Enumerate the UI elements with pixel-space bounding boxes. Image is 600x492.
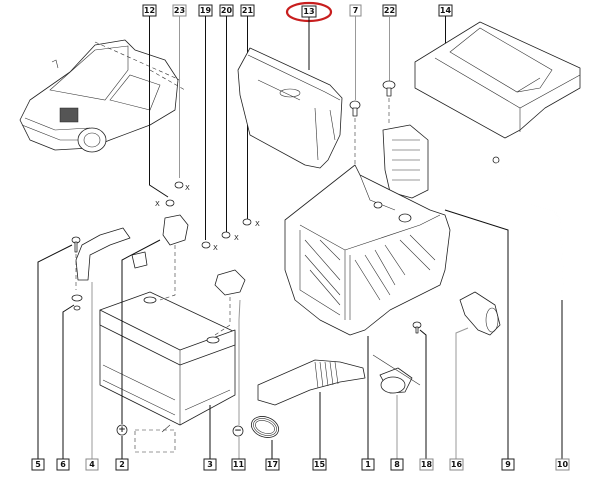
callout-20[interactable]: 20 (219, 4, 234, 232)
part-1-battery-tray (284, 164, 451, 336)
callout-16[interactable]: 16 (449, 327, 469, 471)
relay-block (382, 124, 429, 215)
svg-text:+: + (118, 425, 126, 435)
part-14-battery-lid (414, 21, 581, 139)
part-18-screw (412, 321, 422, 334)
part-7-bolt (349, 100, 361, 170)
callout-17[interactable]: 17 (265, 440, 280, 471)
svg-text:19: 19 (200, 6, 212, 15)
callout-13[interactable]: 13 (285, 1, 333, 70)
svg-text:X: X (255, 220, 260, 228)
svg-text:8: 8 (394, 460, 400, 469)
svg-text:15: 15 (314, 460, 326, 469)
part-16-air-duct (459, 291, 501, 336)
svg-text:17: 17 (267, 460, 278, 469)
svg-text:11: 11 (233, 460, 245, 469)
callout-18[interactable]: 18 (419, 329, 434, 471)
part-22-bolt (382, 80, 396, 125)
part-3-battery (99, 291, 236, 453)
svg-text:7: 7 (353, 6, 359, 15)
svg-text:3: 3 (207, 460, 213, 469)
svg-text:X: X (185, 184, 190, 192)
part-15-intake-tube (257, 359, 366, 406)
svg-text:X: X (213, 244, 218, 252)
callout-19[interactable]: 19 (198, 4, 213, 240)
svg-text:4: 4 (89, 460, 95, 469)
callout-6[interactable]: 6 (56, 304, 75, 471)
callout-1[interactable]: 1 (361, 336, 375, 471)
svg-text:X: X (234, 234, 239, 242)
part-8-seal-ring (372, 354, 421, 394)
callout-9[interactable]: 9 (444, 209, 515, 471)
positive-terminal-symbol: + (116, 424, 128, 436)
svg-text:20: 20 (221, 6, 233, 15)
terminal-clamp-positive: X X (155, 181, 190, 301)
svg-text:14: 14 (440, 6, 452, 15)
callout-2[interactable]: 2 (115, 239, 161, 471)
part-6-washer (71, 294, 83, 311)
negative-terminal-symbol: − (232, 425, 244, 437)
callout-12[interactable]: 12 (142, 4, 169, 198)
part-4-hold-down-clamp (75, 227, 148, 281)
part-5-bolt (71, 236, 81, 290)
callout-5[interactable]: 5 (31, 244, 73, 471)
svg-text:X: X (155, 200, 160, 208)
callout-11[interactable]: 11 (231, 299, 246, 471)
terminal-clamp-negative: X X X (201, 218, 260, 336)
callout-23[interactable]: 23 (172, 4, 187, 178)
svg-text:12: 12 (144, 6, 155, 15)
svg-text:21: 21 (242, 6, 254, 15)
svg-text:10: 10 (557, 460, 569, 469)
callout-14[interactable]: 14 (438, 4, 453, 45)
part-13-battery-cover (237, 47, 343, 169)
part-10-hose (492, 156, 564, 301)
svg-text:6: 6 (60, 460, 66, 469)
callout-22[interactable]: 22 (382, 4, 397, 82)
svg-text:22: 22 (384, 6, 395, 15)
callout-4[interactable]: 4 (85, 282, 99, 471)
callout-3[interactable]: 3 (203, 405, 217, 471)
svg-text:13: 13 (303, 7, 314, 16)
svg-text:−: − (234, 426, 242, 436)
svg-text:16: 16 (451, 460, 463, 469)
callout-7[interactable]: 7 (349, 4, 362, 100)
svg-text:2: 2 (119, 460, 125, 469)
callout-10[interactable]: 10 (555, 300, 570, 471)
part-17-gasket (251, 416, 279, 438)
svg-text:5: 5 (35, 460, 41, 469)
svg-text:18: 18 (421, 460, 433, 469)
callout-15[interactable]: 15 (312, 392, 327, 471)
svg-text:9: 9 (505, 460, 511, 469)
callout-8[interactable]: 8 (390, 395, 404, 471)
vehicle-location-illustration (19, 39, 186, 153)
svg-text:23: 23 (174, 6, 185, 15)
svg-text:1: 1 (365, 460, 371, 469)
